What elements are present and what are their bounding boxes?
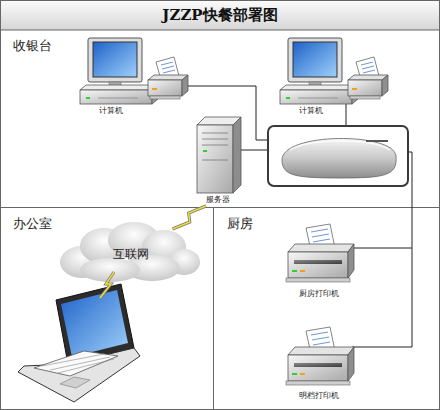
wireless-link [172, 206, 206, 229]
device-label: 计算机 [99, 107, 123, 116]
device-label: 互联网 [113, 248, 149, 261]
device-label: 厨房打印机 [299, 290, 339, 299]
area-label: 收银台 [13, 39, 52, 53]
diagram-title: JZZP快餐部署图 [0, 0, 440, 30]
area-label: 厨房 [227, 217, 253, 231]
device-label: 计算机 [299, 107, 323, 116]
device-label: 服务器 [206, 196, 230, 205]
area-label: 办公室 [13, 217, 52, 231]
device-label: 明档打印机 [299, 392, 339, 401]
